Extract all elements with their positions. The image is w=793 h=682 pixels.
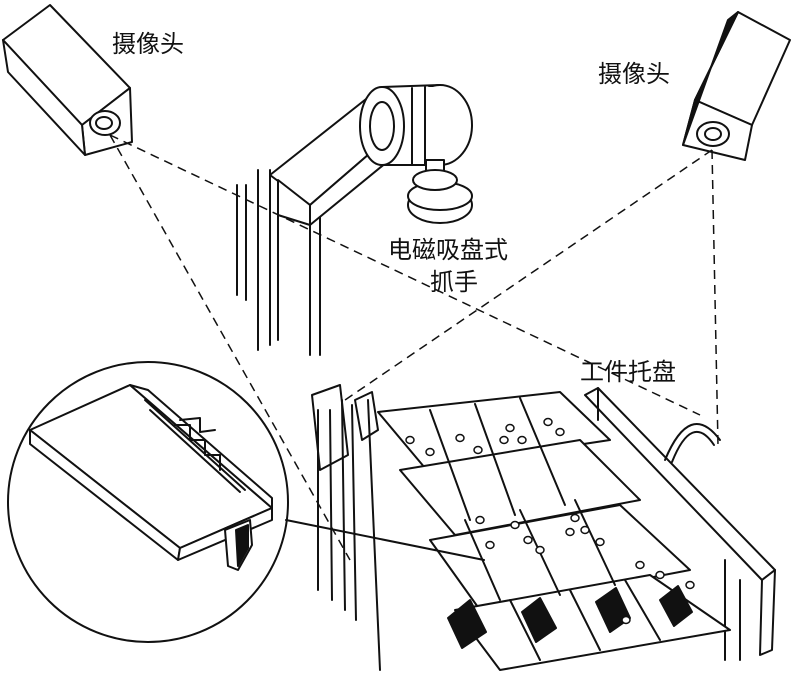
tray-label: 工件托盘 xyxy=(580,358,676,386)
workpiece-holes xyxy=(405,417,695,625)
camera-right-icon xyxy=(682,11,791,161)
camera-left-label: 摄像头 xyxy=(112,30,184,58)
gripper-icon xyxy=(236,84,473,356)
gripper-label-line1: 电磁吸盘式 xyxy=(388,236,508,264)
gripper-label-line2: 抓手 xyxy=(430,268,478,296)
camera-right-label: 摄像头 xyxy=(598,60,670,88)
sight-lines xyxy=(109,134,719,561)
tray-icon xyxy=(311,384,776,671)
workpiece-icon xyxy=(7,361,485,643)
camera-left-icon xyxy=(2,4,133,156)
